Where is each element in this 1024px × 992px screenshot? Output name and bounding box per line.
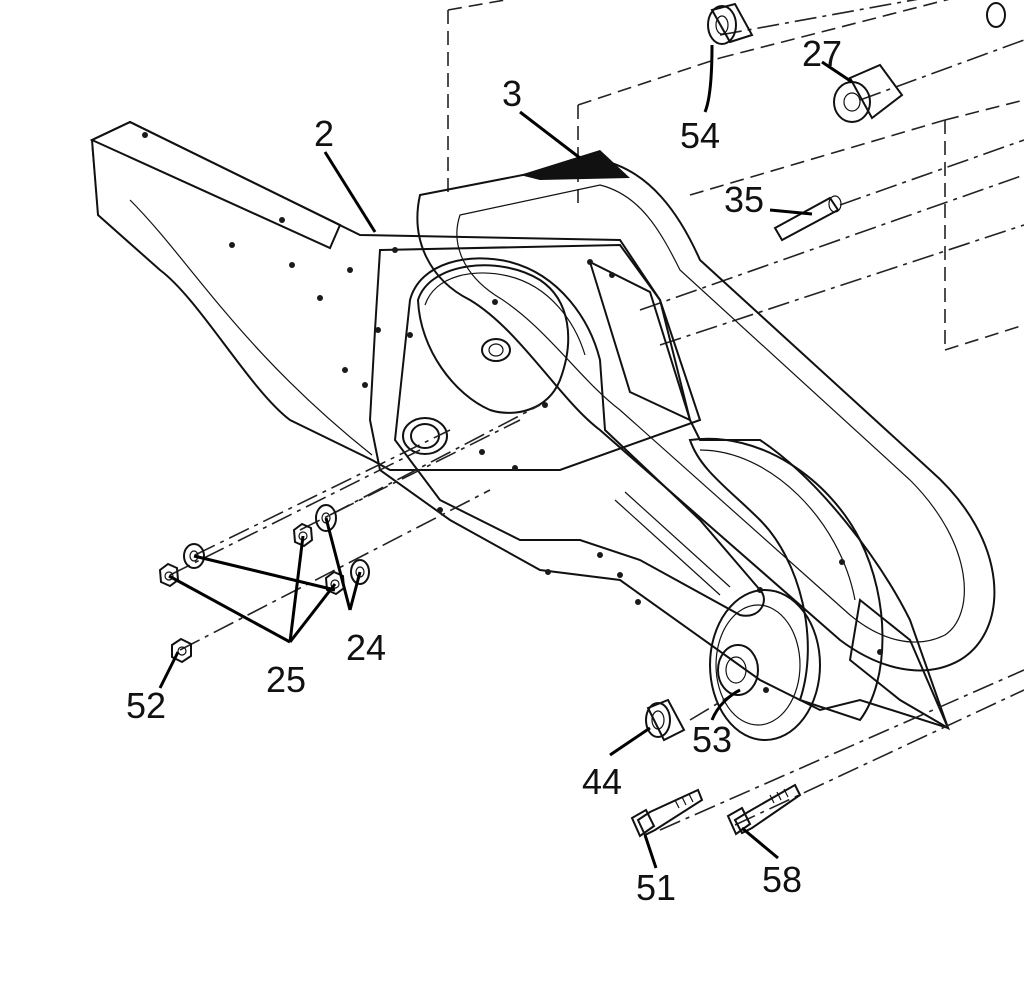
spacer-icon xyxy=(645,698,686,742)
callout-54: 54 xyxy=(680,115,720,156)
housing-main-plate xyxy=(368,243,950,730)
callout-52: 52 xyxy=(126,685,166,726)
lock-nut-icon xyxy=(171,637,192,664)
housing-upper-arm xyxy=(90,120,702,471)
callout-25: 25 xyxy=(266,659,306,700)
callout-labels: 2 3 27 54 35 24 25 52 44 53 51 58 xyxy=(126,33,842,908)
callout-24: 24 xyxy=(346,627,386,668)
bolt-icon xyxy=(630,788,704,838)
housing-lower-drum xyxy=(688,437,884,722)
assembly-centerlines xyxy=(169,0,1024,831)
drive-belt xyxy=(416,150,996,672)
lower-bearing xyxy=(402,417,448,455)
bolt-icon xyxy=(726,783,802,836)
pulley-hub xyxy=(709,589,821,741)
chain-case-housing xyxy=(89,120,951,731)
upper-shaft-boss xyxy=(481,338,511,362)
callout-51: 51 xyxy=(636,867,676,908)
callout-27: 27 xyxy=(802,33,842,74)
hardware-parts xyxy=(158,2,1006,838)
callout-2: 2 xyxy=(314,113,334,154)
callout-3: 3 xyxy=(502,73,522,114)
callout-35: 35 xyxy=(724,179,764,220)
pin-icon xyxy=(773,195,842,242)
bearing-icon xyxy=(833,63,904,123)
callout-44: 44 xyxy=(582,761,622,802)
callout-53: 53 xyxy=(692,719,732,760)
bushing-icon xyxy=(707,2,754,45)
callout-58: 58 xyxy=(762,859,802,900)
housing-bolt-holes xyxy=(142,132,883,655)
leader-lines xyxy=(158,44,853,869)
